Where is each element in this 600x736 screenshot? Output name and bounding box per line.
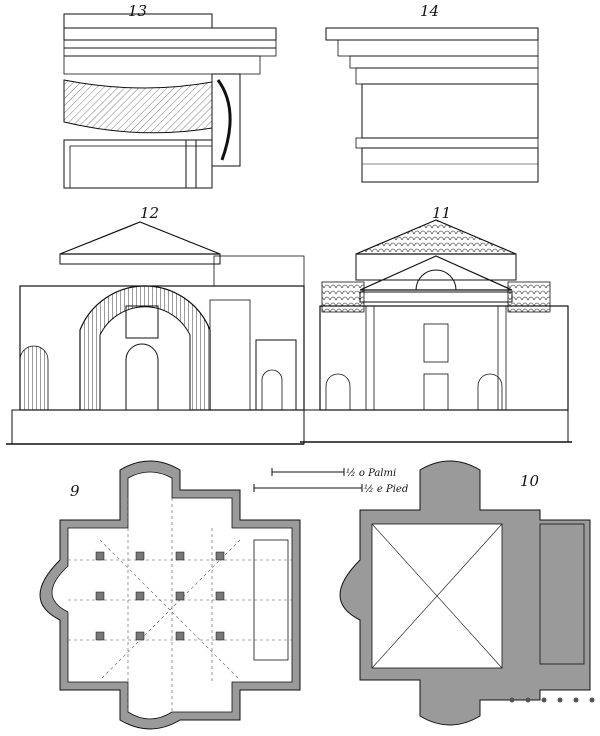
figure-11-elevation: 11: [300, 204, 572, 443]
figure-10-plan: 10: [339, 460, 595, 726]
scale-bar-palmi-label: ½ o Palmi: [346, 468, 396, 479]
figure-11-number: 11: [432, 204, 451, 222]
figure-12-number: 12: [140, 204, 159, 222]
figure-12-section: 12: [6, 204, 305, 445]
scale-bars: ½ o Palmi ½ e Pied: [253, 468, 408, 495]
figure-9-number: 9: [70, 482, 80, 500]
figure-13-cornice-detail: 13: [63, 2, 277, 189]
figure-10-number: 10: [520, 472, 540, 490]
figure-14-number: 14: [420, 2, 439, 20]
figure-9-plan: 9: [39, 460, 301, 730]
scale-bar-piedi-label: ½ e Pied: [364, 484, 408, 495]
figure-13-number: 13: [128, 2, 147, 20]
figure-14-cornice-profile: 14: [325, 2, 539, 183]
